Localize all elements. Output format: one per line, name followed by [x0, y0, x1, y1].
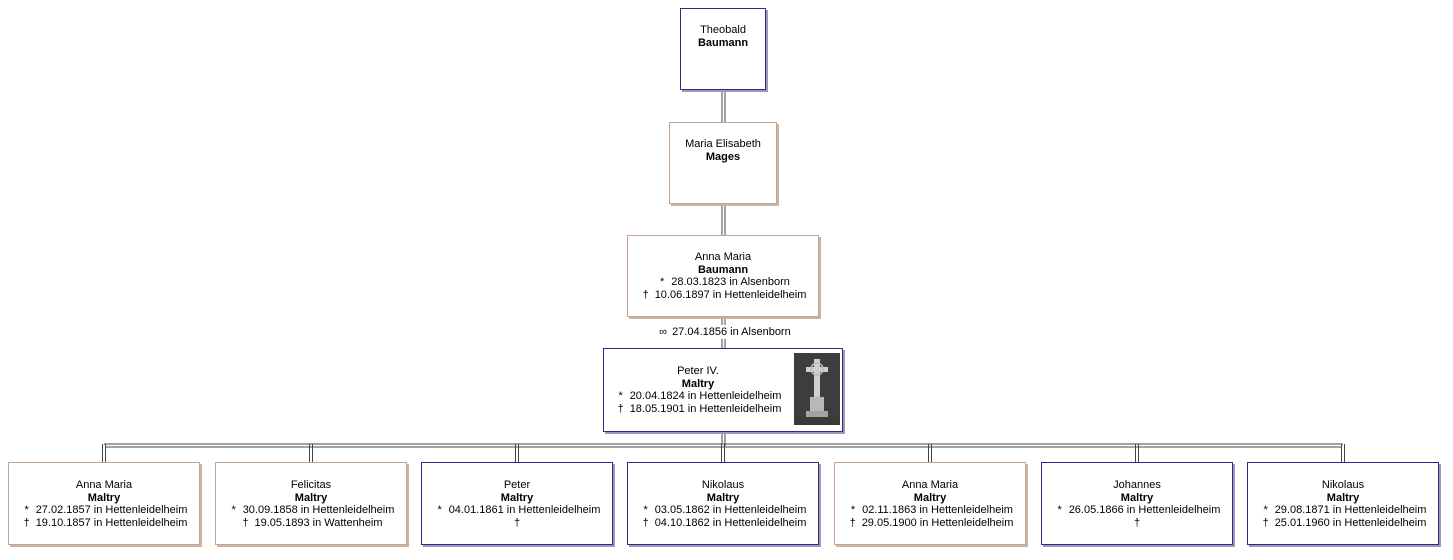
- given-name: Nikolaus: [1321, 479, 1365, 491]
- given-name: Anna Maria: [901, 479, 959, 491]
- birth-event: * 20.04.1824 in Hettenleidelheim: [604, 390, 792, 403]
- person-peter-iv-maltry[interactable]: Peter IV. Maltry * 20.04.1824 in Hettenl…: [603, 348, 843, 432]
- birth-icon: *: [24, 504, 29, 516]
- death-cross-icon: †: [513, 516, 521, 529]
- surname: Maltry: [1326, 491, 1360, 504]
- person-theobald-baumann[interactable]: Theobald Baumann: [680, 8, 766, 90]
- birth-icon: *: [1263, 504, 1268, 516]
- surname: Maltry: [87, 491, 121, 504]
- given-name: Peter: [503, 479, 531, 491]
- given-name: Nikolaus: [701, 479, 745, 491]
- grave-cross-icon: [794, 353, 840, 425]
- birth-event: * 28.03.1823 in Alsenborn: [628, 276, 818, 289]
- given-name: Maria Elisabeth: [685, 138, 761, 150]
- death-event: † 29.05.1900 in Hettenleidelheim: [835, 517, 1025, 530]
- birth-icon: *: [437, 504, 442, 516]
- birth-icon: *: [231, 504, 236, 516]
- death-event: † 19.10.1857 in Hettenleidelheim: [9, 517, 199, 530]
- birth-icon: *: [660, 276, 665, 288]
- given-name: Peter IV.: [677, 365, 719, 377]
- person-anna-maria-baumann[interactable]: Anna Maria Baumann * 28.03.1823 in Alsen…: [627, 235, 819, 317]
- birth-event: * 29.08.1871 in Hettenleidelheim: [1248, 504, 1438, 517]
- marriage-date-place: 27.04.1856 in Alsenborn: [672, 326, 791, 338]
- birth-event: * 27.02.1857 in Hettenleidelheim: [9, 504, 199, 517]
- death-event: † 04.10.1862 in Hettenleidelheim: [628, 517, 818, 530]
- birth-event: * 30.09.1858 in Hettenleidelheim: [216, 504, 406, 517]
- birth-event: * 26.05.1866 in Hettenleidelheim: [1042, 504, 1232, 517]
- death-event: † 25.01.1960 in Hettenleidelheim: [1248, 517, 1438, 530]
- surname: Baumann: [697, 263, 749, 276]
- surname: Maltry: [500, 491, 534, 504]
- surname: Maltry: [913, 491, 947, 504]
- given-name: Anna Maria: [694, 251, 752, 263]
- marriage-info: ∞ 27.04.1856 in Alsenborn: [655, 325, 793, 339]
- marriage-rings-icon: ∞: [659, 326, 667, 338]
- birth-icon: *: [643, 504, 648, 516]
- grave-cross-photo[interactable]: [794, 353, 840, 425]
- birth-icon: *: [850, 504, 856, 516]
- birth-event: * 04.01.1861 in Hettenleidelheim: [422, 504, 612, 517]
- given-name: Theobald: [700, 24, 746, 36]
- death-cross-icon: †: [617, 402, 624, 415]
- birth-event: * 02.11.1863 in Hettenleidelheim: [835, 504, 1025, 517]
- person-maria-elisabeth-mages[interactable]: Maria Elisabeth Mages: [669, 122, 777, 204]
- given-name: Johannes: [1113, 479, 1161, 491]
- surname: Maltry: [681, 377, 715, 390]
- given-name: Felicitas: [290, 479, 332, 491]
- surname: Maltry: [294, 491, 328, 504]
- death-event: † 18.05.1901 in Hettenleidelheim: [604, 403, 792, 416]
- death-event: †: [422, 517, 612, 530]
- death-cross-icon: †: [1262, 516, 1269, 529]
- surname: Baumann: [697, 36, 749, 49]
- birth-event: * 03.05.1862 in Hettenleidelheim: [628, 504, 818, 517]
- death-event: † 19.05.1893 in Wattenheim: [216, 517, 406, 530]
- surname: Mages: [705, 150, 741, 163]
- death-cross-icon: †: [849, 516, 856, 529]
- death-cross-icon: †: [642, 288, 649, 301]
- surname: Maltry: [706, 491, 740, 504]
- death-cross-icon: †: [1133, 516, 1141, 529]
- death-cross-icon: †: [642, 516, 649, 529]
- birth-icon: *: [1057, 504, 1062, 516]
- death-event: † 10.06.1897 in Hettenleidelheim: [628, 289, 818, 302]
- death-event: †: [1042, 517, 1232, 530]
- death-cross-icon: †: [23, 516, 30, 529]
- surname: Maltry: [1120, 491, 1154, 504]
- given-name: Anna Maria: [75, 479, 133, 491]
- birth-icon: *: [618, 390, 623, 402]
- death-cross-icon: †: [242, 516, 249, 529]
